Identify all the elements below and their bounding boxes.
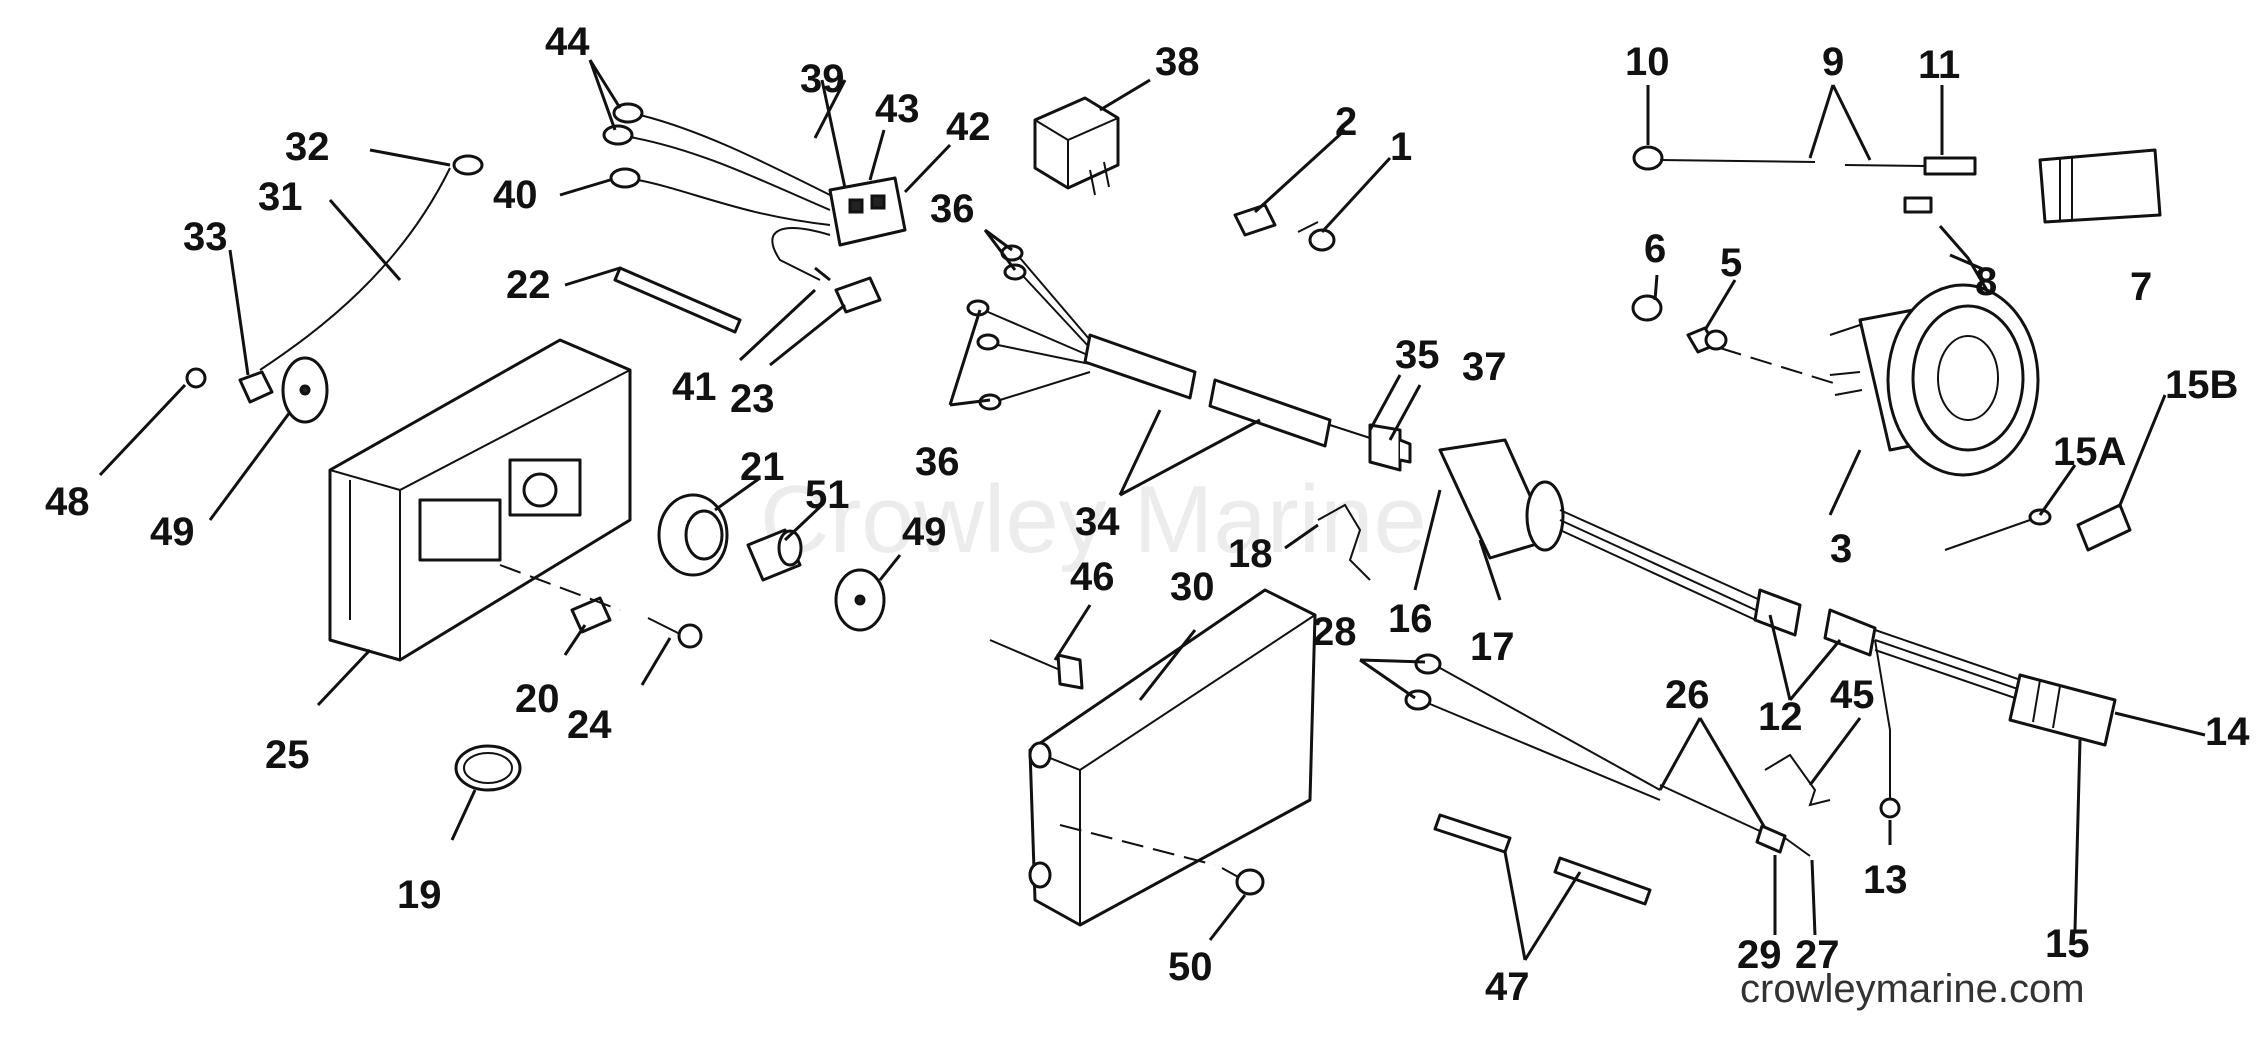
callout-51: 51 (805, 473, 850, 517)
part-2-bracket (1233, 203, 1277, 237)
part-42-relay-socket (828, 176, 907, 247)
centerline-box (499, 564, 621, 611)
callout-35: 35 (1395, 333, 1440, 377)
callout-7: 7 (2130, 265, 2152, 309)
callout-48: 48 (45, 480, 90, 524)
part-8-pin (1903, 196, 1933, 214)
callout-47: 47 (1485, 965, 1530, 1009)
callout-15: 15 (2045, 922, 2090, 966)
callout-22: 22 (506, 263, 551, 307)
part-1-screw (1297, 221, 1336, 252)
part-30-cover (1028, 588, 1317, 927)
callout-42: 42 (946, 105, 991, 149)
callout-29: 29 (1737, 933, 1782, 977)
part-47-sleeves (1433, 813, 1652, 906)
part-3-gauge (1829, 283, 2040, 477)
part-14-connector (2008, 673, 2117, 747)
part-46-bolt (989, 639, 1084, 690)
callout-28: 28 (1312, 610, 1357, 654)
callout-3: 3 (1830, 527, 1852, 571)
callout-10: 10 (1625, 40, 1670, 84)
watermark-text: Crowley Marine (760, 466, 1427, 573)
part-49-washer-right (834, 568, 886, 632)
centerline-cover (1059, 824, 1216, 866)
callout-20: 20 (515, 677, 560, 721)
callout-2: 2 (1335, 100, 1357, 144)
callout-6: 6 (1644, 227, 1666, 271)
part-45-clip (1764, 753, 1831, 807)
callout-34: 34 (1075, 500, 1120, 544)
callout-31: 31 (258, 175, 303, 219)
callout-13: 13 (1863, 858, 1908, 902)
part-34-trim-harness (966, 244, 1412, 472)
leader-lines (98, 59, 2206, 961)
callouts: 44 39 43 42 32 31 33 40 38 2 1 10 9 11 3… (45, 20, 2250, 1009)
callout-23: 23 (730, 377, 775, 421)
callout-24: 24 (567, 703, 612, 747)
callout-43: 43 (875, 87, 920, 131)
callout-32: 32 (285, 125, 330, 169)
callout-21: 21 (740, 445, 785, 489)
callout-36-lower: 36 (915, 440, 960, 484)
callout-18: 18 (1228, 532, 1273, 576)
part-15b-connector (2076, 503, 2132, 552)
part-25-control-box (328, 338, 632, 662)
part-31-ground-cable (238, 154, 484, 404)
part-15a-wire (1944, 508, 2052, 551)
callout-9: 9 (1822, 40, 1844, 84)
part-50-screw (1221, 867, 1265, 896)
callout-30: 30 (1170, 565, 1215, 609)
callout-41: 41 (672, 365, 717, 409)
callout-15b: 15B (2165, 363, 2238, 407)
callout-33: 33 (183, 215, 228, 259)
part-38-relay (1033, 96, 1120, 196)
part-12-harness (1559, 509, 2051, 819)
callout-8: 8 (1975, 260, 1997, 304)
callout-11: 11 (1918, 43, 1960, 87)
callout-5: 5 (1720, 241, 1742, 285)
callout-50: 50 (1168, 945, 1213, 989)
callout-49-right: 49 (902, 510, 947, 554)
callout-37: 37 (1462, 345, 1507, 389)
callout-19: 19 (397, 873, 442, 917)
callout-45: 45 (1830, 673, 1875, 717)
part-39-harness (602, 102, 831, 282)
part-22-sleeve (613, 266, 742, 334)
callout-16: 16 (1388, 597, 1433, 641)
callout-36-upper: 36 (930, 187, 975, 231)
part-51-spacer (746, 528, 803, 582)
part-24-screw (647, 617, 703, 649)
callout-39: 39 (800, 57, 845, 101)
callout-15a: 15A (2053, 430, 2126, 474)
part-23-connector (834, 276, 882, 314)
callout-27: 27 (1795, 933, 1840, 977)
part-48-clip (185, 367, 207, 389)
part-7-bulb-housing (2038, 148, 2162, 224)
part-9-cable (1632, 145, 1977, 176)
part-17-plug (1438, 438, 1565, 560)
part-19-clamp (454, 744, 522, 792)
part-21-grommet (657, 493, 729, 577)
callout-12: 12 (1758, 695, 1803, 739)
callout-1: 1 (1390, 125, 1412, 169)
callout-38: 38 (1155, 40, 1200, 84)
callout-14: 14 (2205, 710, 2250, 754)
callout-49-left: 49 (150, 510, 195, 554)
centerline-bulb (1719, 347, 1841, 386)
part-20-bracket (570, 596, 612, 634)
callout-25: 25 (265, 733, 310, 777)
part-6-socket (1631, 294, 1663, 322)
part-5-bulb (1686, 326, 1728, 354)
part-49-washer-left (281, 356, 329, 424)
callout-17: 17 (1470, 625, 1515, 669)
callout-46: 46 (1070, 555, 1115, 599)
site-url-text: crowleymarine.com (1740, 967, 2085, 1011)
part-18-clip (1317, 503, 1371, 581)
callout-26: 26 (1665, 673, 1710, 717)
callout-40: 40 (493, 173, 538, 217)
callout-44: 44 (545, 20, 590, 64)
